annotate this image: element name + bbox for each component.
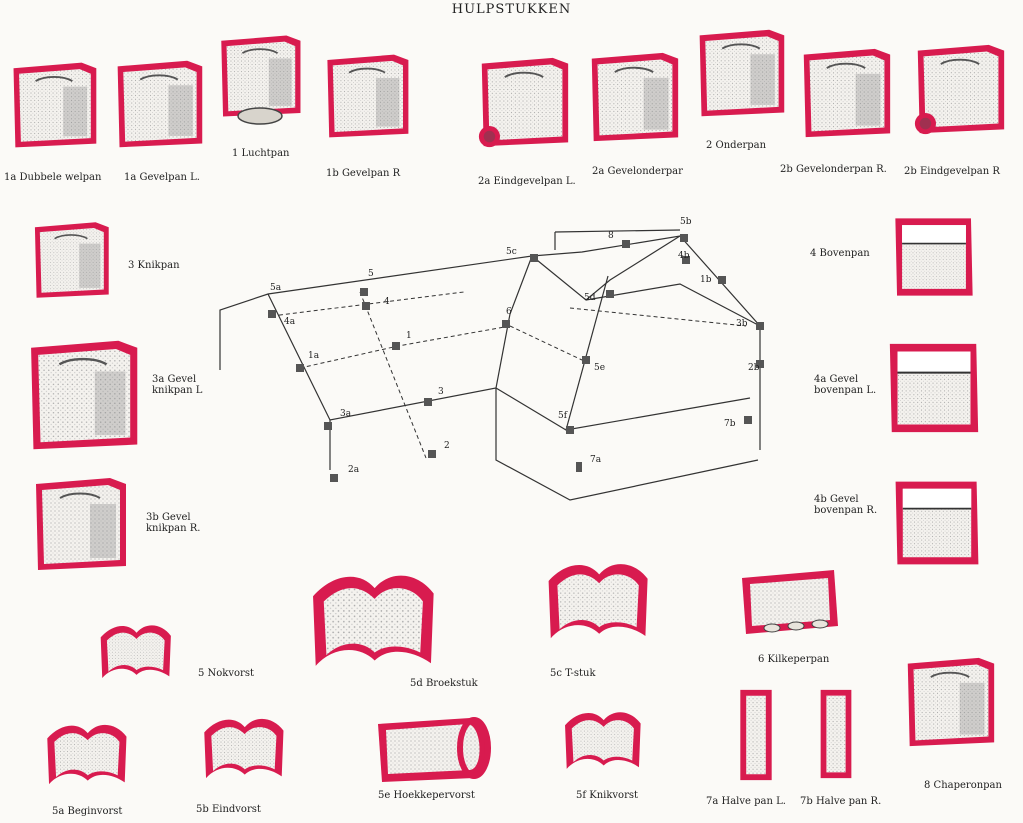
label-1a-gevelpan: 1a Gevelpan L. [124, 172, 200, 183]
roof-marker: 5a [270, 283, 282, 293]
tile-5e-hoekkepervorst [378, 717, 491, 782]
label-1-luchtpan: 1 Luchtpan [232, 148, 290, 159]
tile-5a-beginvorst [47, 724, 127, 785]
label-4a-gevel-bovenpan: 4a Gevel bovenpan L. [814, 374, 877, 396]
label-2a-gevelonderpan: 2a Gevelonderpar [592, 166, 683, 177]
roof-marker: 1b [700, 275, 712, 285]
tile-1a-dubbele-welpan [12, 61, 98, 149]
roof-marker: 2b [748, 363, 760, 373]
label-2b-eindgevelpan: 2b Eindgevelpan R [904, 166, 1000, 177]
tile-5b-eindvorst [204, 718, 284, 779]
roof-marker: 7b [724, 419, 736, 429]
label-7b-halve-pan: 7b Halve pan R. [800, 796, 882, 807]
roof-marker: 3a [340, 409, 352, 419]
tile-2-onderpan [698, 28, 786, 118]
tile-5d-broekstuk [313, 575, 434, 666]
label-5a-beginvorst: 5a Beginvorst [52, 806, 123, 817]
tile-2a-gevelonderpan [590, 51, 680, 143]
label-2b-gevelonderpan: 2b Gevelonderpan R. [780, 164, 887, 175]
label-5d-broekstuk: 5d Broekstuk [410, 678, 478, 689]
tile-5-nokvorst [100, 625, 171, 678]
roof-marker: 2a [348, 465, 360, 475]
roof-marker: 5e [594, 363, 605, 373]
label-1a-dubbele-welpan: 1a Dubbele welpan [4, 172, 102, 183]
tile-2b-gevelonderpan [802, 47, 892, 139]
page-title: HULPSTUKKEN [451, 2, 572, 17]
tile-2b-eindgevelpan [913, 43, 1006, 136]
label-2a-eindgevelpan: 2a Eindgevelpan L. [478, 176, 576, 187]
roof-marker: 1a [308, 351, 320, 361]
tile-1b-gevelpan [326, 53, 410, 139]
roof-marker: 4a [284, 317, 296, 327]
label-8-chaperonpan: 8 Chaperonpan [924, 780, 1002, 791]
roof-marker: 6 [506, 307, 512, 317]
roof-marker: 4b [678, 251, 690, 261]
roof-marker: 7a [590, 455, 602, 465]
roof-marker: 5c [506, 247, 517, 257]
tile-2a-eindgevelpan [477, 56, 570, 149]
tile-7b-halve-pan [820, 689, 852, 779]
roof-marker: 3b [736, 319, 748, 329]
label-4-bovenpan: 4 Bovenpan [810, 248, 870, 259]
label-5b-eindvorst: 5b Eindvorst [196, 804, 261, 815]
roof-marker: 5d [584, 293, 596, 303]
tile-3-knikpan [33, 221, 110, 299]
roof-marker: 2 [444, 441, 450, 451]
tile-3a-gevel-knikpan [29, 339, 139, 451]
label-5-nokvorst: 5 Nokvorst [198, 668, 254, 679]
roof-marker: 5f [558, 411, 568, 421]
tile-4-bovenpan [894, 217, 974, 297]
tile-5f-knikvorst [565, 712, 641, 769]
label-7a-halve-pan: 7a Halve pan L. [706, 796, 786, 807]
roof-marker: 1 [406, 331, 412, 341]
label-5f-knikvorst: 5f Knikvorst [576, 790, 639, 801]
label-6-kilkeperpan: 6 Kilkeperpan [758, 654, 830, 665]
tile-3b-gevel-knikpan [34, 476, 128, 572]
roof-marker: 4 [384, 297, 390, 307]
tile-8-chaperonpan [906, 656, 996, 748]
roof-diagram: 5a 5 4 4a 1 1a 3 3a 2 2a 6 5c 5d 5e 5f 7… [219, 217, 764, 501]
label-4b-gevel-bovenpan: 4b Gevel bovenpan R. [814, 494, 878, 516]
tile-7a-halve-pan [740, 689, 772, 781]
tile-6-kilkeperpan [742, 570, 838, 634]
label-3b-gevel-knikpan: 3b Gevel knikpan R. [146, 512, 201, 534]
tile-4a-gevel-bovenpan [888, 342, 980, 434]
label-5c-t-stuk: 5c T-stuk [550, 668, 596, 679]
roof-marker: 3 [438, 387, 444, 397]
tile-5c-t-stuk [548, 564, 648, 639]
tile-4b-gevel-bovenpan [894, 480, 980, 566]
tile-1a-gevelpan [116, 59, 204, 149]
label-3-knikpan: 3 Knikpan [128, 260, 180, 271]
label-1b-gevelpan: 1b Gevelpan R [326, 168, 401, 179]
tile-1-luchtpan [220, 34, 302, 125]
roof-marker: 8 [608, 231, 614, 241]
label-3a-gevel-knikpan: 3a Gevel knikpan L [152, 374, 203, 396]
label-2-onderpan: 2 Onderpan [706, 140, 767, 151]
roof-marker: 5b [680, 217, 692, 227]
roof-marker: 5 [368, 269, 374, 279]
label-5e-hoekkepervorst: 5e Hoekkepervorst [378, 790, 475, 801]
